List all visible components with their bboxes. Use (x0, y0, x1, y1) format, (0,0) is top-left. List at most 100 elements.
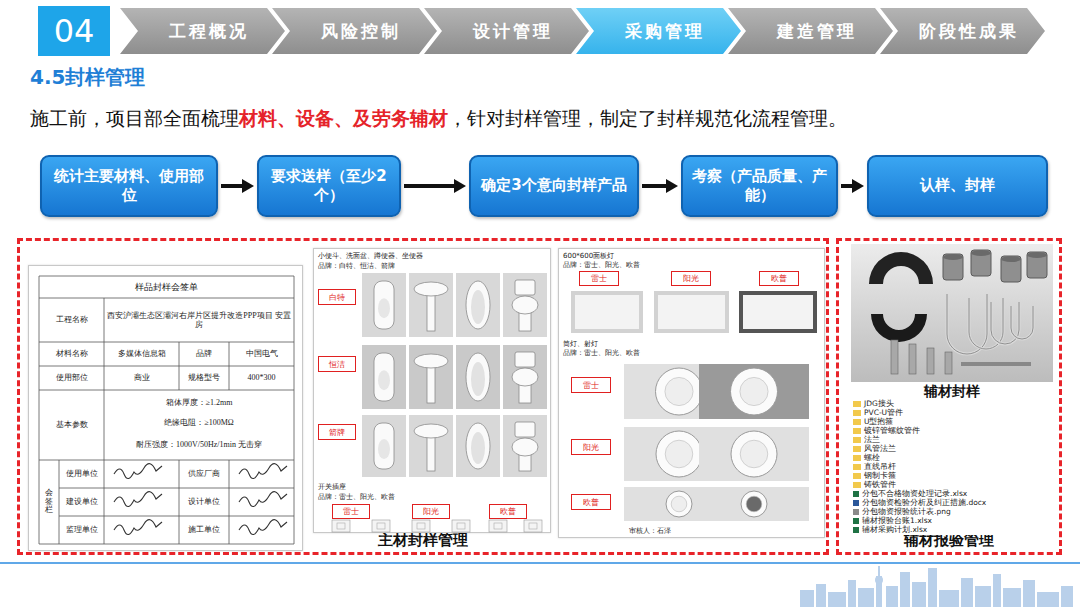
photo-ground (699, 487, 809, 521)
folder-icon (853, 437, 861, 443)
table-rule (39, 276, 40, 544)
building (912, 582, 926, 607)
toilet-bowl (512, 296, 538, 314)
flow-arrow (404, 179, 466, 193)
text-cell: 供应厂商 (179, 460, 229, 488)
text-cell: 400*300 (229, 366, 294, 390)
photo-ground (409, 345, 453, 409)
photo-ground (456, 345, 500, 409)
process-text: 确定3个意向封样产品 (481, 176, 626, 196)
text-cell: 耐压强度：1000V/50Hz/1min 无击穿 (104, 434, 294, 456)
arrow-head (242, 179, 254, 193)
file-name: JDG接头 (864, 399, 894, 408)
brand-name: 白特 (329, 292, 345, 303)
file-row: 分包物资报验统计表.png (851, 507, 1053, 516)
sink-basin (414, 354, 448, 368)
building (1023, 580, 1035, 607)
switch-photo (489, 520, 507, 532)
text-cell: 筒灯、射灯 (563, 339, 818, 349)
photo-ground (503, 345, 547, 409)
brand-name: 欧普 (583, 497, 599, 508)
text-cell: 品牌：雷士、阳光、欧普 (318, 492, 548, 502)
fittings-photo (851, 244, 1053, 382)
sheet-note: 品牌：白特、恒洁、箭牌 (318, 262, 395, 270)
section-number: 04 (38, 6, 110, 56)
folder-icon (853, 419, 861, 425)
u-bolt (1011, 306, 1033, 339)
switch-photo (412, 520, 430, 532)
switch-photo (332, 520, 350, 532)
frame-caption: 主材封样管理 (378, 531, 468, 550)
table-rule (179, 460, 180, 544)
form-cell: 耐压强度：1000V/50Hz/1min 无击穿 (136, 440, 262, 449)
table-rule (39, 460, 294, 461)
file-name: 风管法兰 (864, 444, 896, 453)
pipe-fitting (1001, 256, 1021, 282)
table-rule (294, 276, 295, 544)
building (800, 590, 814, 607)
form-cell: 材料名称 (56, 349, 88, 358)
text-cell: 品牌 (179, 342, 229, 366)
nav-chevron: 设计管理 (424, 8, 589, 54)
brand-name: 雷士 (343, 506, 359, 517)
toilet-tank (515, 280, 535, 295)
building (928, 568, 937, 607)
table-rule (59, 488, 294, 489)
anchor-bolt (909, 344, 916, 374)
file-name: 分包物资报验统计表.png (862, 507, 951, 516)
process-text: 考察（产品质量、产能） (691, 167, 828, 206)
building (876, 576, 882, 607)
signature (239, 520, 287, 535)
brand-name: 欧普 (771, 273, 787, 284)
nav-label: 建造管理 (777, 20, 857, 43)
building (993, 574, 1001, 607)
brand-tag: 箭牌 (318, 424, 356, 440)
intro-text: 施工前，项目部全面梳理 (30, 107, 239, 129)
building (1003, 588, 1021, 607)
building (816, 584, 826, 607)
downlight-lens (740, 440, 768, 468)
pipe-fitting-mouth (1001, 256, 1021, 262)
nav-chevron: 风险控制 (272, 8, 437, 54)
text-cell: 箱体厚度：≥1.2mm (104, 394, 294, 412)
form-cell: 绝缘电阻：≥100MΩ (164, 418, 233, 427)
file-name: U型抱箍 (864, 417, 894, 426)
photo-ground (699, 427, 809, 481)
brand-name: 欧普 (500, 506, 516, 517)
toilet-tank (515, 352, 535, 367)
form-cell: 400*300 (248, 373, 276, 382)
text-cell: 基本参数 (39, 390, 104, 460)
photo-ground (456, 273, 500, 337)
table-rule (39, 342, 294, 343)
squat-pan (466, 353, 490, 401)
sample-sheet: 小便斗、洗面盆、蹲便器、坐便器品牌：白特、恒洁、箭牌开关插座品牌：雷士、阳光、欧… (313, 248, 551, 533)
building (886, 586, 898, 607)
sink-basin (414, 282, 448, 296)
form-cell: 设计单位 (188, 497, 220, 506)
building (961, 578, 973, 607)
form-cell: 样品封样会签单 (135, 282, 198, 292)
text-cell: 样品封样会签单 (39, 276, 294, 298)
table-rule (39, 544, 294, 545)
folder-icon (853, 464, 861, 470)
downlight (656, 368, 703, 415)
skyline (800, 566, 1073, 607)
form-cell: 供应厂商 (188, 469, 220, 478)
folder-icon (853, 428, 861, 434)
downlight (656, 431, 702, 477)
text-cell: 多媒体信息箱 (104, 342, 179, 366)
form-cell: 商业 (134, 373, 150, 382)
form-cell: 西安沪灞生态区灞河右岸片区提升改造PPP项目 安置房 (104, 311, 294, 329)
text-cell: 使用单位 (59, 460, 104, 488)
panel-frame (654, 291, 729, 333)
u-bolt-edge (1011, 306, 1033, 339)
urinal-bowl (378, 370, 390, 390)
process-box: 确定3个意向封样产品 (469, 155, 639, 217)
brand-tag: 欧普 (489, 504, 527, 519)
file-name: 钢制卡箍 (864, 471, 896, 480)
file-row: 钢制卡箍 (851, 471, 1053, 480)
table-rule (59, 460, 60, 544)
brand-tag: 雷士 (571, 377, 611, 393)
photo-ground (362, 273, 406, 337)
